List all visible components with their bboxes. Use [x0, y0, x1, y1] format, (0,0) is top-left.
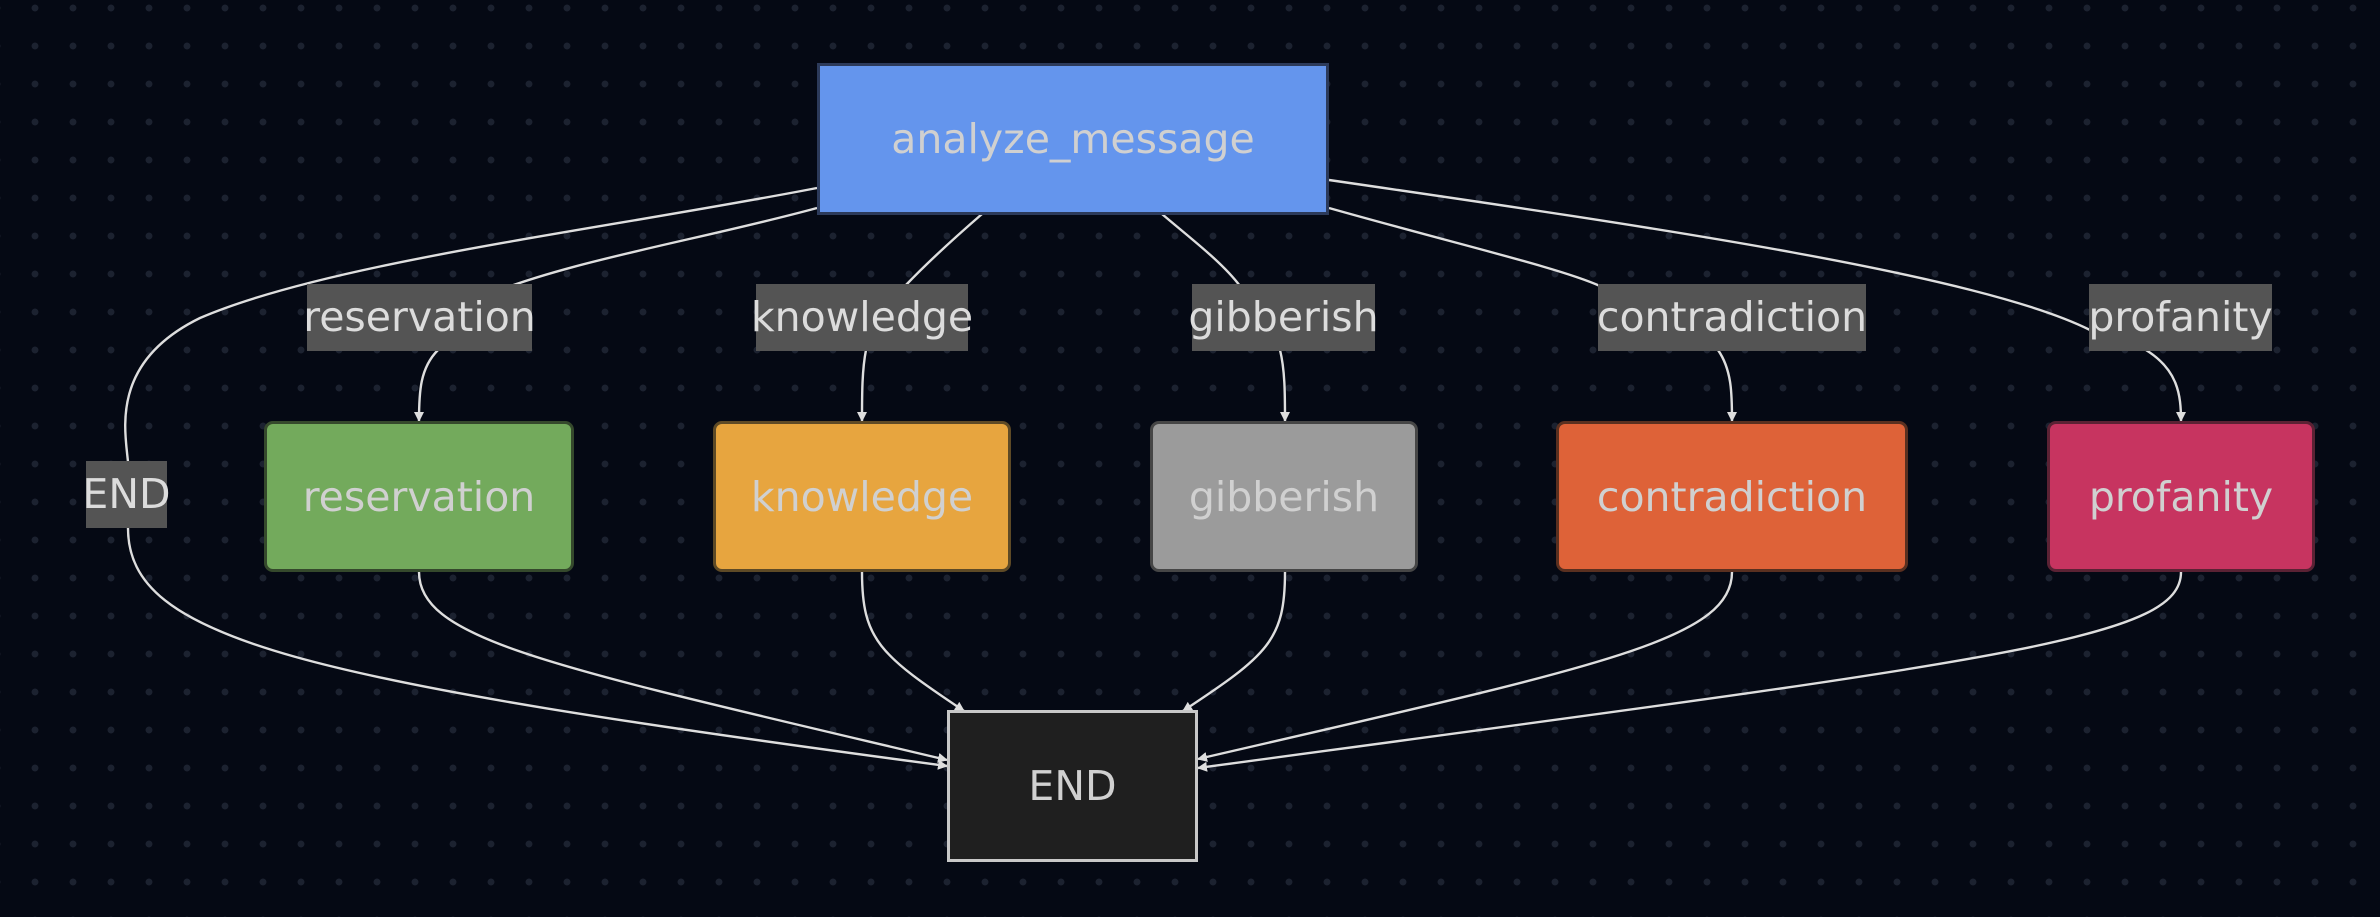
node-knowledge-label: knowledge — [750, 472, 974, 521]
edge-gibberish-to-end — [1182, 571, 1287, 713]
edge-analyze-to-contradiction-lower — [1717, 349, 1737, 422]
node-reservation-label: reservation — [302, 472, 536, 521]
node-end[interactable]: END — [947, 710, 1198, 862]
edge-label-contradiction: contradiction — [1597, 284, 1867, 351]
node-contradiction-label: contradiction — [1596, 472, 1868, 521]
node-analyze-message-label: analyze_message — [891, 115, 1255, 163]
node-profanity[interactable]: profanity — [2047, 421, 2315, 572]
node-end-label: END — [1028, 762, 1117, 810]
edge-label-end: END — [82, 461, 171, 528]
node-gibberish[interactable]: gibberish — [1150, 421, 1418, 572]
edge-end-label-to-end — [126, 527, 948, 770]
edge-profanity-to-end — [1197, 571, 2183, 772]
edge-knowledge-to-end — [860, 571, 965, 712]
edge-label-reservation: reservation — [303, 284, 536, 351]
edge-analyze-to-gibberish — [1161, 213, 1241, 287]
edge-label-profanity: profanity — [2088, 284, 2273, 351]
edge-reservation-to-end — [417, 571, 948, 763]
node-gibberish-label: gibberish — [1188, 472, 1380, 521]
edge-contradiction-to-end — [1197, 571, 1734, 762]
edge-label-gibberish: gibberish — [1188, 284, 1379, 351]
node-knowledge[interactable]: knowledge — [713, 421, 1011, 572]
edge-analyze-to-profanity — [1328, 178, 2091, 332]
node-analyze-message[interactable]: analyze_message — [817, 63, 1329, 215]
edge-analyze-to-end — [124, 186, 818, 463]
node-reservation[interactable]: reservation — [264, 421, 574, 572]
edge-analyze-to-contradiction — [1328, 206, 1601, 288]
edge-analyze-to-reservation-lower — [414, 349, 439, 422]
edge-analyze-to-gibberish-lower — [1278, 349, 1290, 422]
edge-label-knowledge: knowledge — [751, 284, 973, 351]
node-contradiction[interactable]: contradiction — [1556, 421, 1908, 572]
node-profanity-label: profanity — [2088, 472, 2274, 521]
edge-analyze-to-profanity-lower — [2145, 348, 2186, 422]
edge-analyze-to-knowledge — [904, 213, 983, 287]
edge-analyze-to-knowledge-lower — [857, 349, 868, 422]
